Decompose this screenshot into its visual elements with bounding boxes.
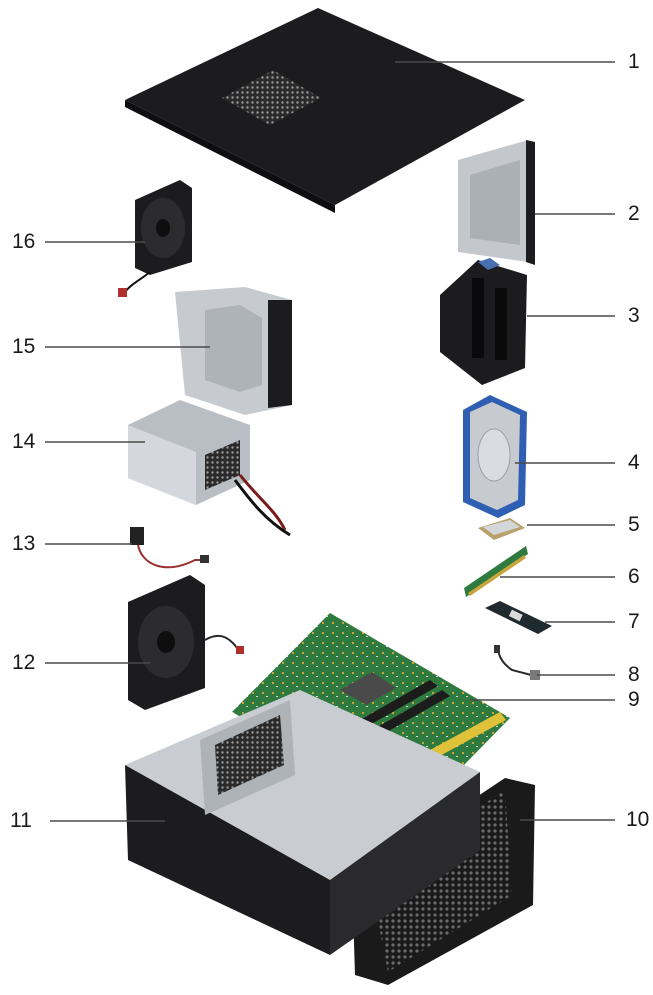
drive-cage-part — [175, 287, 292, 415]
power-button-cable-part — [494, 645, 540, 680]
callout-label-8: 8 — [628, 663, 640, 686]
intrusion-switch-part — [130, 527, 209, 569]
hdd-bracket-part — [440, 258, 527, 385]
callout-label-13: 13 — [12, 532, 36, 555]
hard-drive-part — [463, 395, 527, 518]
callout-label-5: 5 — [628, 513, 640, 536]
callout-label-12: 12 — [12, 651, 36, 674]
callout-label-1: 1 — [628, 50, 640, 73]
ssd-part — [485, 601, 552, 634]
callout-label-7: 7 — [628, 610, 640, 633]
callout-label-4: 4 — [628, 451, 640, 474]
callout-label-2: 2 — [628, 202, 640, 225]
processor-part — [478, 518, 525, 540]
callout-label-3: 3 — [628, 304, 640, 327]
rear-fan-part — [118, 180, 192, 297]
callout-label-15: 15 — [12, 335, 36, 358]
power-supply-part — [128, 400, 291, 537]
optical-drive-bezel-part — [458, 140, 535, 265]
callout-label-14: 14 — [12, 430, 36, 453]
callout-label-9: 9 — [628, 688, 640, 711]
callout-label-10: 10 — [626, 808, 650, 831]
memory-module-part — [464, 546, 528, 597]
callout-label-11: 11 — [10, 809, 32, 832]
chassis-part — [125, 690, 480, 955]
callout-label-6: 6 — [628, 565, 640, 588]
leader-lines — [45, 61, 615, 822]
chassis-fan-part — [128, 575, 244, 710]
callout-label-16: 16 — [12, 230, 36, 253]
side-cover-part — [125, 8, 525, 213]
